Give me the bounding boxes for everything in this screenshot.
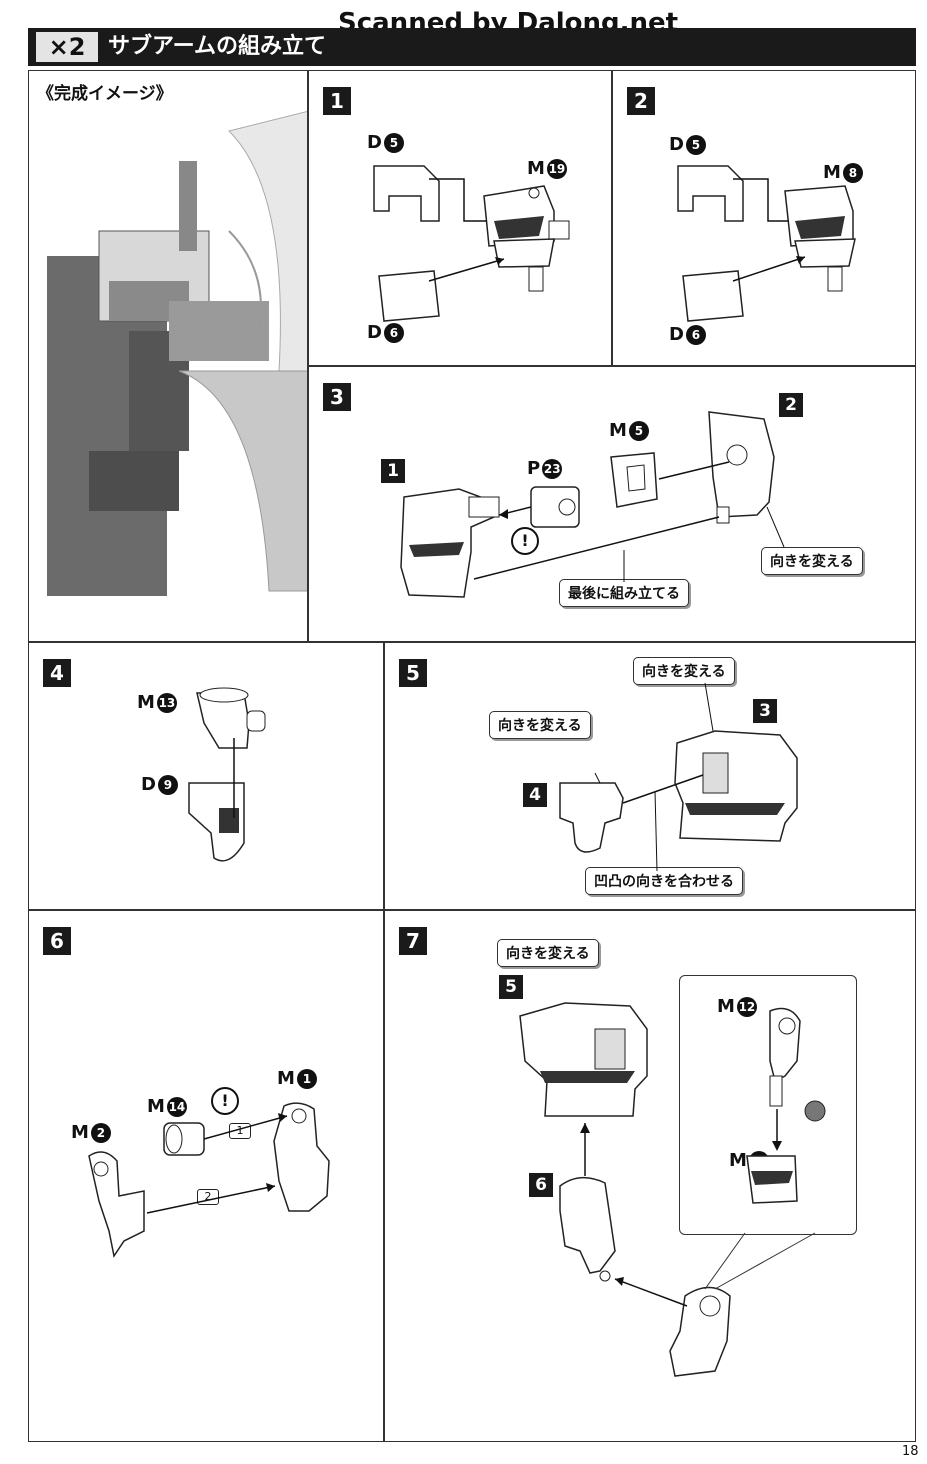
note-change-direction-top: 向きを変える — [633, 657, 735, 685]
subassembly-ref-4: 4 — [523, 783, 547, 807]
subassembly-ref-5: 5 — [499, 975, 523, 999]
step-6-parts-diagram — [88, 1102, 330, 1258]
completion-image-title: 《完成イメージ》 — [37, 84, 173, 104]
step-1-number: 1 — [323, 87, 351, 115]
section-title: サブアームの組み立て — [108, 34, 327, 59]
section-header: ×2 サブアームの組み立て — [28, 28, 916, 66]
step-2-parts-diagram — [677, 165, 856, 322]
step-5-panel: 5 3 4 向きを変える 向きを変える 凹凸の向きを合わせる — [384, 642, 916, 910]
step-5-parts-diagram — [559, 682, 798, 872]
note-change-direction: 向きを変える — [761, 547, 863, 575]
step-1-parts-diagram — [373, 165, 570, 322]
subassembly-ref-3: 3 — [753, 699, 777, 723]
note-align-notches: 凹凸の向きを合わせる — [585, 867, 743, 895]
step-2-number: 2 — [627, 87, 655, 115]
step-3-parts-diagram — [400, 411, 785, 598]
subassembly-ref-1: 1 — [381, 459, 405, 483]
note-assemble-last: 最後に組み立てる — [559, 579, 689, 607]
note-change-direction-left: 向きを変える — [489, 711, 591, 739]
step-4-parts-diagram — [188, 687, 266, 862]
subassembly-ref-2: 2 — [779, 393, 803, 417]
step-6-number: 6 — [43, 927, 71, 955]
step-5-number: 5 — [399, 659, 427, 687]
page-number: 18 — [902, 1444, 919, 1459]
step-7-number: 7 — [399, 927, 427, 955]
caution-icon: ! — [511, 527, 539, 555]
note-change-direction: 向きを変える — [497, 939, 599, 967]
completion-image-panel: 《完成イメージ》 — [28, 70, 308, 642]
detail-inset — [679, 975, 857, 1235]
caution-icon: ! — [211, 1087, 239, 1115]
step-4-number: 4 — [43, 659, 71, 687]
quantity-badge: ×2 — [36, 32, 98, 62]
step-7-parts-diagram — [519, 1002, 826, 1377]
step-3-number: 3 — [323, 383, 351, 411]
completed-sub-arm-illustration — [47, 110, 307, 596]
step-7-panel: 7 向きを変える 5 6 M12 M17 — [384, 910, 916, 1442]
subassembly-ref-6: 6 — [529, 1173, 553, 1197]
